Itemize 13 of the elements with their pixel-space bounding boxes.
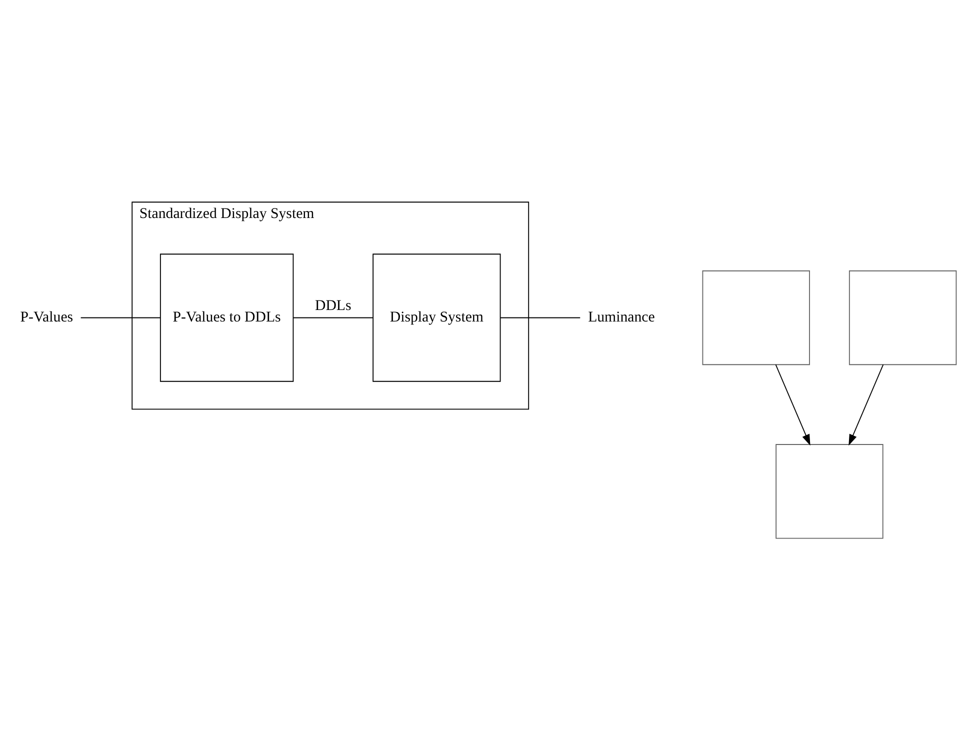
node-box	[848, 270, 957, 365]
connector	[80, 316, 161, 318]
node-box: Display System	[372, 253, 501, 382]
node-box	[776, 444, 884, 538]
arrow	[848, 364, 884, 446]
edge-label: DDLs	[314, 298, 352, 314]
connector	[500, 316, 581, 318]
connector	[292, 316, 374, 318]
arrow	[775, 364, 810, 446]
node-text: P-Values	[20, 308, 74, 325]
node-box	[702, 270, 810, 365]
node-text: Luminance	[588, 308, 655, 325]
node-box: P-Values to DDLs	[160, 253, 294, 382]
